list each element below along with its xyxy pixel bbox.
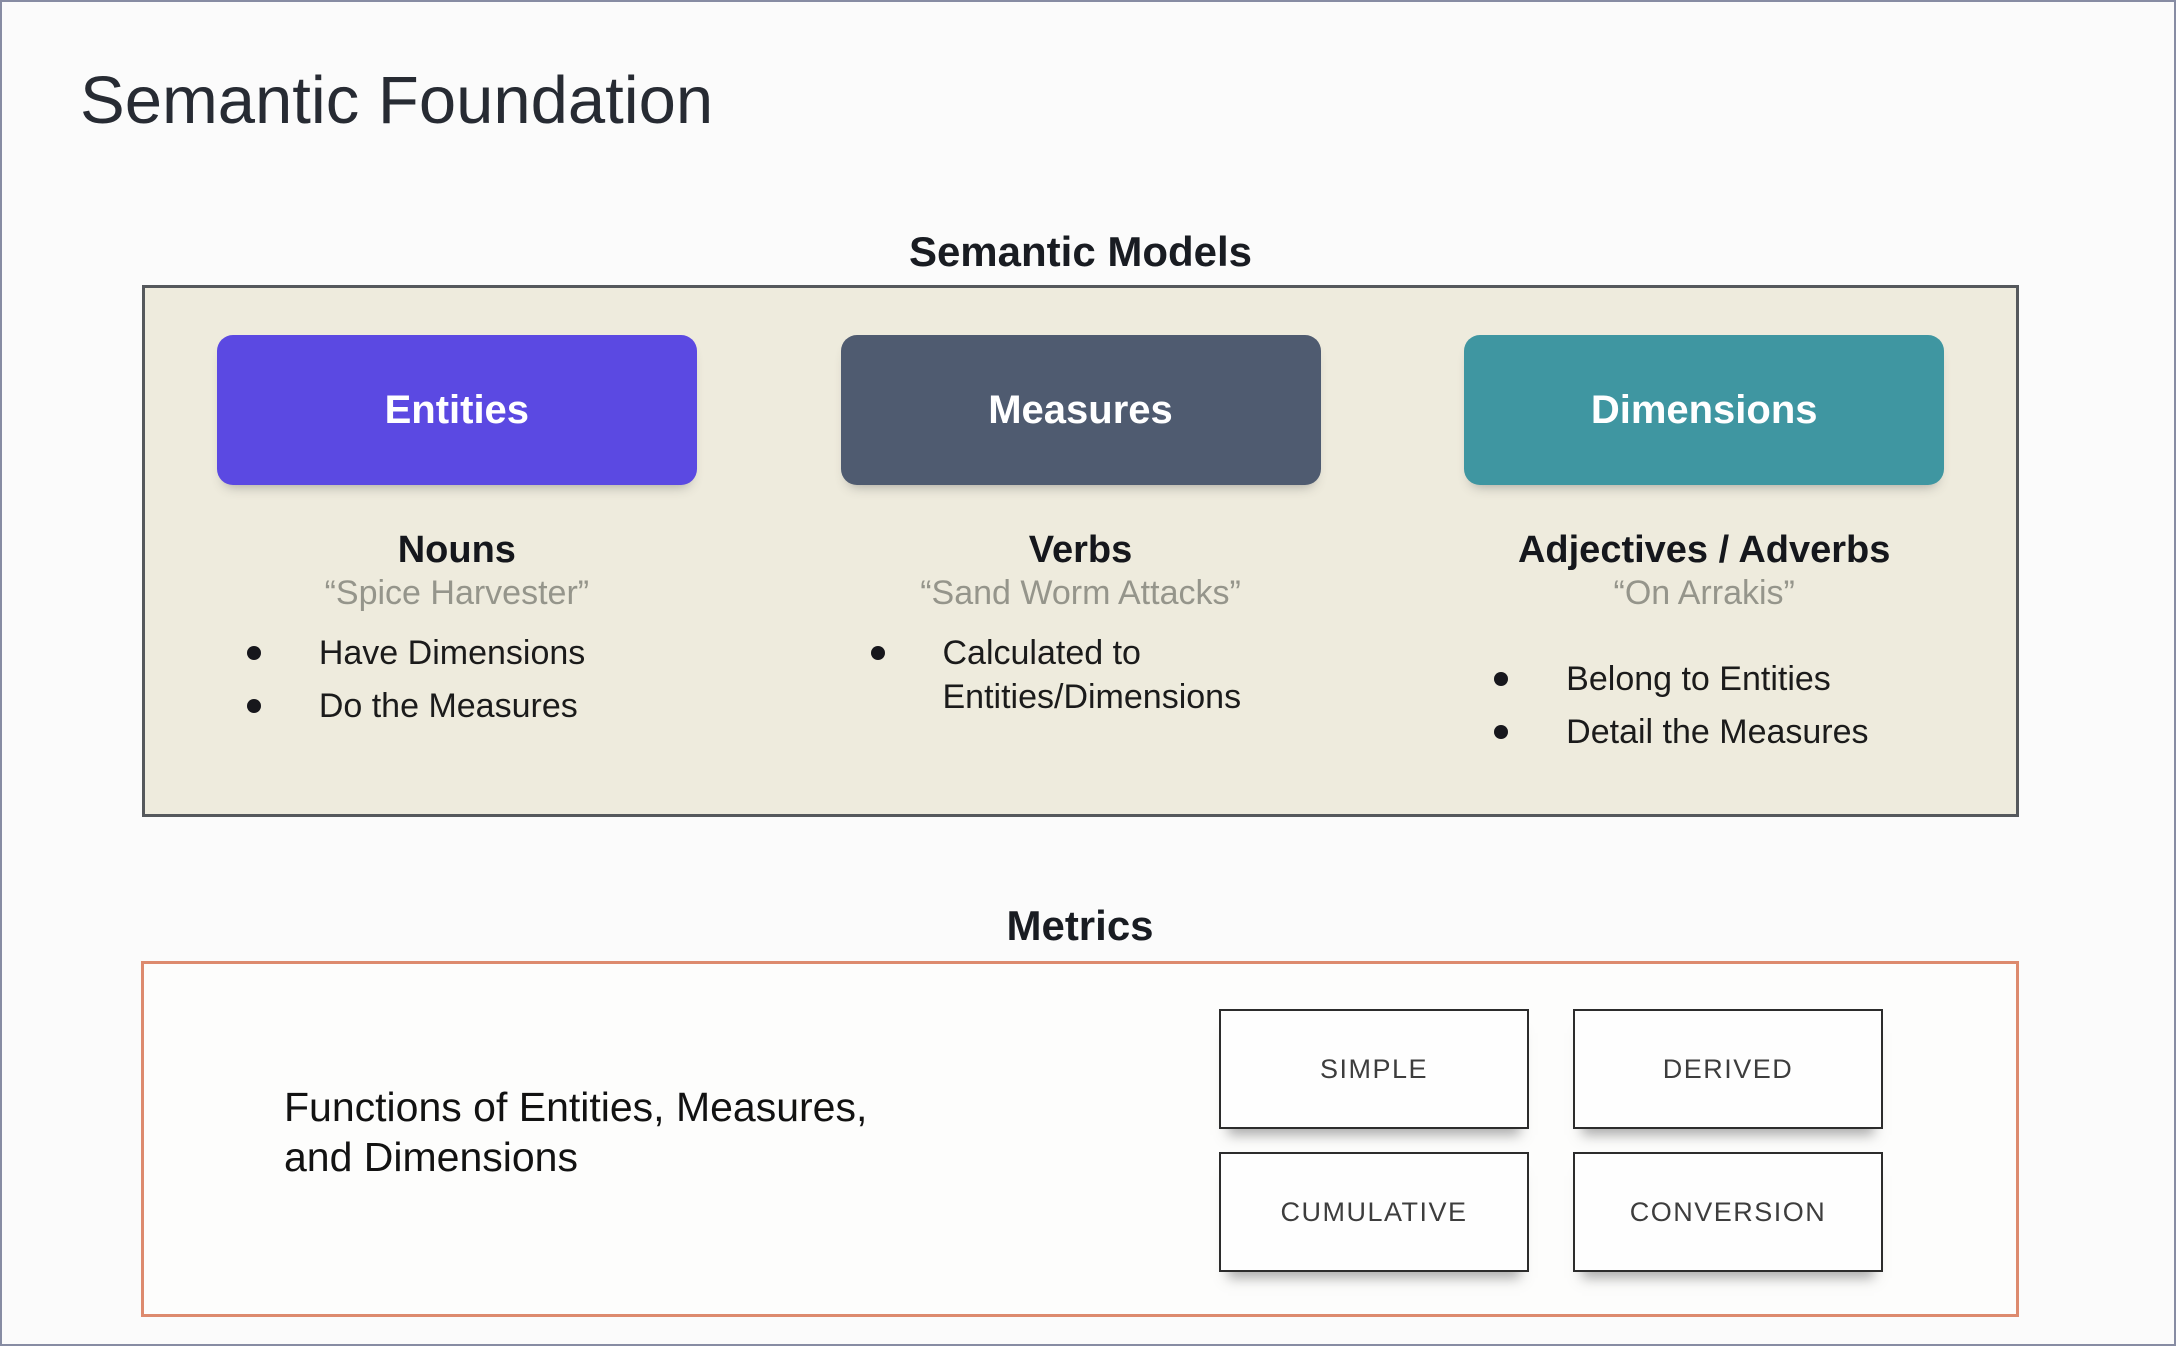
- entities-word-type: Nouns: [397, 529, 516, 571]
- bullet-item: Do the Measures: [217, 684, 697, 728]
- metric-type-box-simple: SIMPLE: [1219, 1009, 1529, 1129]
- bullet-item: Have Dimensions: [217, 631, 697, 675]
- bullet-item: Calculated to Entities/Dimensions: [841, 631, 1321, 719]
- entities-bullet-list: Have Dimensions Do the Measures: [217, 631, 697, 728]
- dimensions-pill: Dimensions: [1464, 335, 1945, 485]
- metric-types-grid: SIMPLE DERIVED CUMULATIVE CONVERSION: [1219, 1009, 1883, 1272]
- measures-column: Measures Verbs “Sand Worm Attacks” Calcu…: [769, 288, 1393, 814]
- metrics-heading: Metrics: [1006, 902, 1154, 949]
- semantic-models-panel: Entities Nouns “Spice Harvester” Have Di…: [142, 285, 2019, 817]
- metric-type-box-derived: DERIVED: [1573, 1009, 1883, 1129]
- semantic-models-heading: Semantic Models: [908, 228, 1253, 275]
- entities-example-quote: “Spice Harvester”: [324, 574, 590, 612]
- dimensions-column: Dimensions Adjectives / Adverbs “On Arra…: [1392, 288, 2016, 814]
- metrics-panel: Functions of Entities, Measures, and Dim…: [141, 961, 2019, 1317]
- bullet-item: Detail the Measures: [1464, 710, 1944, 754]
- page-title: Semantic Foundation: [80, 63, 714, 138]
- bullet-item: Belong to Entities: [1464, 657, 1944, 701]
- entities-column: Entities Nouns “Spice Harvester” Have Di…: [145, 288, 769, 814]
- measures-word-type: Verbs: [1028, 529, 1133, 571]
- metric-type-box-conversion: CONVERSION: [1573, 1152, 1883, 1272]
- dimensions-example-quote: “On Arrakis”: [1613, 574, 1795, 612]
- measures-pill: Measures: [840, 335, 1321, 485]
- dimensions-bullet-list: Belong to Entities Detail the Measures: [1464, 657, 1944, 754]
- measures-bullet-list: Calculated to Entities/Dimensions: [841, 631, 1321, 719]
- dimensions-word-type: Adjectives / Adverbs: [1517, 529, 1891, 571]
- metrics-description: Functions of Entities, Measures, and Dim…: [284, 1084, 868, 1181]
- metric-type-box-cumulative: CUMULATIVE: [1219, 1152, 1529, 1272]
- measures-example-quote: “Sand Worm Attacks”: [920, 574, 1241, 612]
- entities-pill: Entities: [216, 335, 697, 485]
